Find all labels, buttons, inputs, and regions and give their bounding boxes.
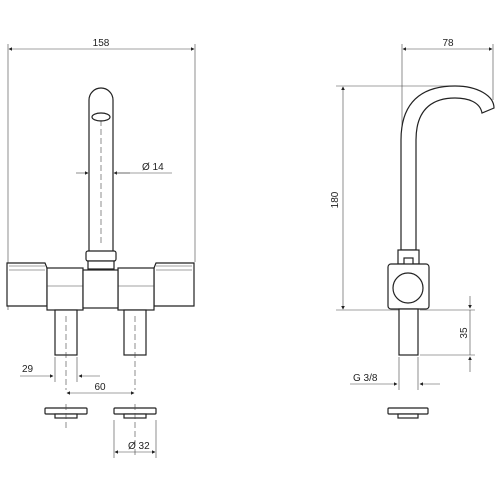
bridge-body: [82, 269, 119, 309]
thread-label: G 3/8: [353, 373, 378, 384]
width-dimension-label: 158: [93, 38, 110, 49]
reach-dimension-label: 78: [442, 38, 454, 49]
inlet-length-dimension: 35: [420, 296, 475, 372]
inlet-spacing-dimension: 60: [66, 382, 135, 395]
left-valve-body: [46, 267, 84, 311]
gooseneck-spout: [400, 85, 495, 251]
spout-collar: [85, 250, 117, 262]
spout: [88, 87, 114, 252]
inlet-offset-dimension: 29: [20, 357, 100, 382]
side-view: 78 180 35: [330, 38, 495, 419]
spout-collar-base: [87, 260, 115, 270]
thread-dimension: G 3/8: [350, 357, 440, 390]
flange-diameter-label: Ø 32: [128, 441, 150, 452]
right-valve-body: [117, 267, 155, 311]
left-lever: [6, 262, 48, 307]
front-view: 158 Ø 14: [6, 38, 196, 458]
flange-diameter-dimension: Ø 32: [113, 420, 157, 458]
height-dimension-label: 180: [330, 191, 341, 208]
inlet-length-label: 35: [459, 327, 470, 339]
right-lever: [153, 262, 195, 307]
side-valve-port: [392, 272, 424, 304]
spout-diameter-label: Ø 14: [142, 162, 164, 173]
spout-diameter-dimension: Ø 14: [76, 162, 172, 175]
height-dimension: 180: [330, 85, 460, 311]
side-inlet-pipe: [398, 308, 419, 356]
inlet-spacing-label: 60: [94, 382, 106, 393]
inlet-offset-label: 29: [22, 364, 34, 375]
side-flange: [387, 407, 429, 419]
